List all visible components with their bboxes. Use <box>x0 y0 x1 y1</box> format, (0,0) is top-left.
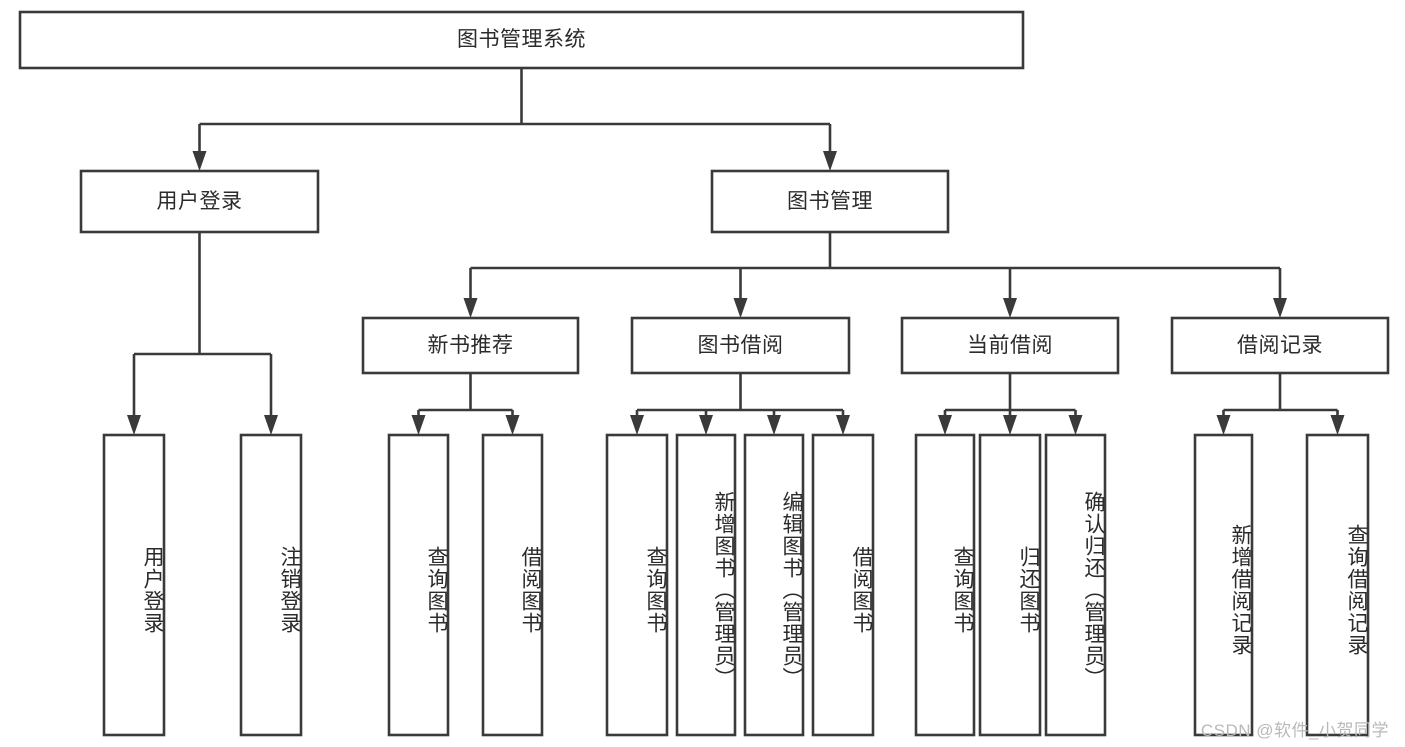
arrow-head-icon <box>1273 298 1287 318</box>
node-box-l2-current-borrow <box>900 316 1120 375</box>
arrow-head-icon <box>1003 415 1017 435</box>
node-box-l2-book-borrow <box>630 316 851 375</box>
arrow-head-icon <box>630 415 644 435</box>
node-box-leaf-confirm-return-admin <box>1044 433 1107 737</box>
node-box-l2-borrow-record <box>1170 316 1390 375</box>
node-box-leaf-logout-login <box>239 433 303 737</box>
node-box-leaf-edit-book-admin <box>743 433 805 737</box>
node-box-leaf-add-borrow-record <box>1193 433 1254 737</box>
node-box-leaf-query-book-borrow <box>605 433 669 737</box>
arrow-head-icon <box>127 415 141 435</box>
node-box-l2-new-book-recommend <box>361 316 580 375</box>
arrow-head-icon <box>733 298 748 318</box>
node-box-leaf-borrow-book <box>811 433 875 737</box>
node-box-root <box>18 10 1025 70</box>
arrow-head-icon <box>699 415 713 435</box>
node-box-leaf-add-book-admin <box>675 433 737 737</box>
arrow-head-icon <box>1330 415 1345 435</box>
node-box-leaf-query-book-recommend <box>387 433 450 737</box>
node-box-l1-user-login <box>79 169 320 234</box>
arrow-head-icon <box>1216 415 1231 435</box>
arrow-head-icon <box>264 415 278 435</box>
node-box-leaf-query-book-current <box>914 433 976 737</box>
arrow-head-icon <box>823 151 837 171</box>
node-box-l1-book-manage <box>710 169 950 234</box>
arrow-head-icon <box>411 415 426 435</box>
arrow-head-icon <box>463 298 478 318</box>
node-box-leaf-user-login <box>102 433 166 737</box>
arrow-head-icon <box>1003 298 1017 318</box>
node-layer <box>18 10 1390 737</box>
arrow-head-icon <box>938 415 952 435</box>
arrow-head-icon <box>836 415 850 435</box>
node-box-leaf-borrow-book-recommend <box>481 433 544 737</box>
edge-layer <box>127 68 1345 435</box>
node-box-leaf-return-book <box>978 433 1042 737</box>
arrow-head-icon <box>767 415 781 435</box>
arrow-head-icon <box>1068 415 1083 435</box>
arrow-head-icon <box>192 151 207 171</box>
node-box-leaf-query-borrow-record <box>1305 433 1370 737</box>
arrow-head-icon <box>505 415 520 435</box>
